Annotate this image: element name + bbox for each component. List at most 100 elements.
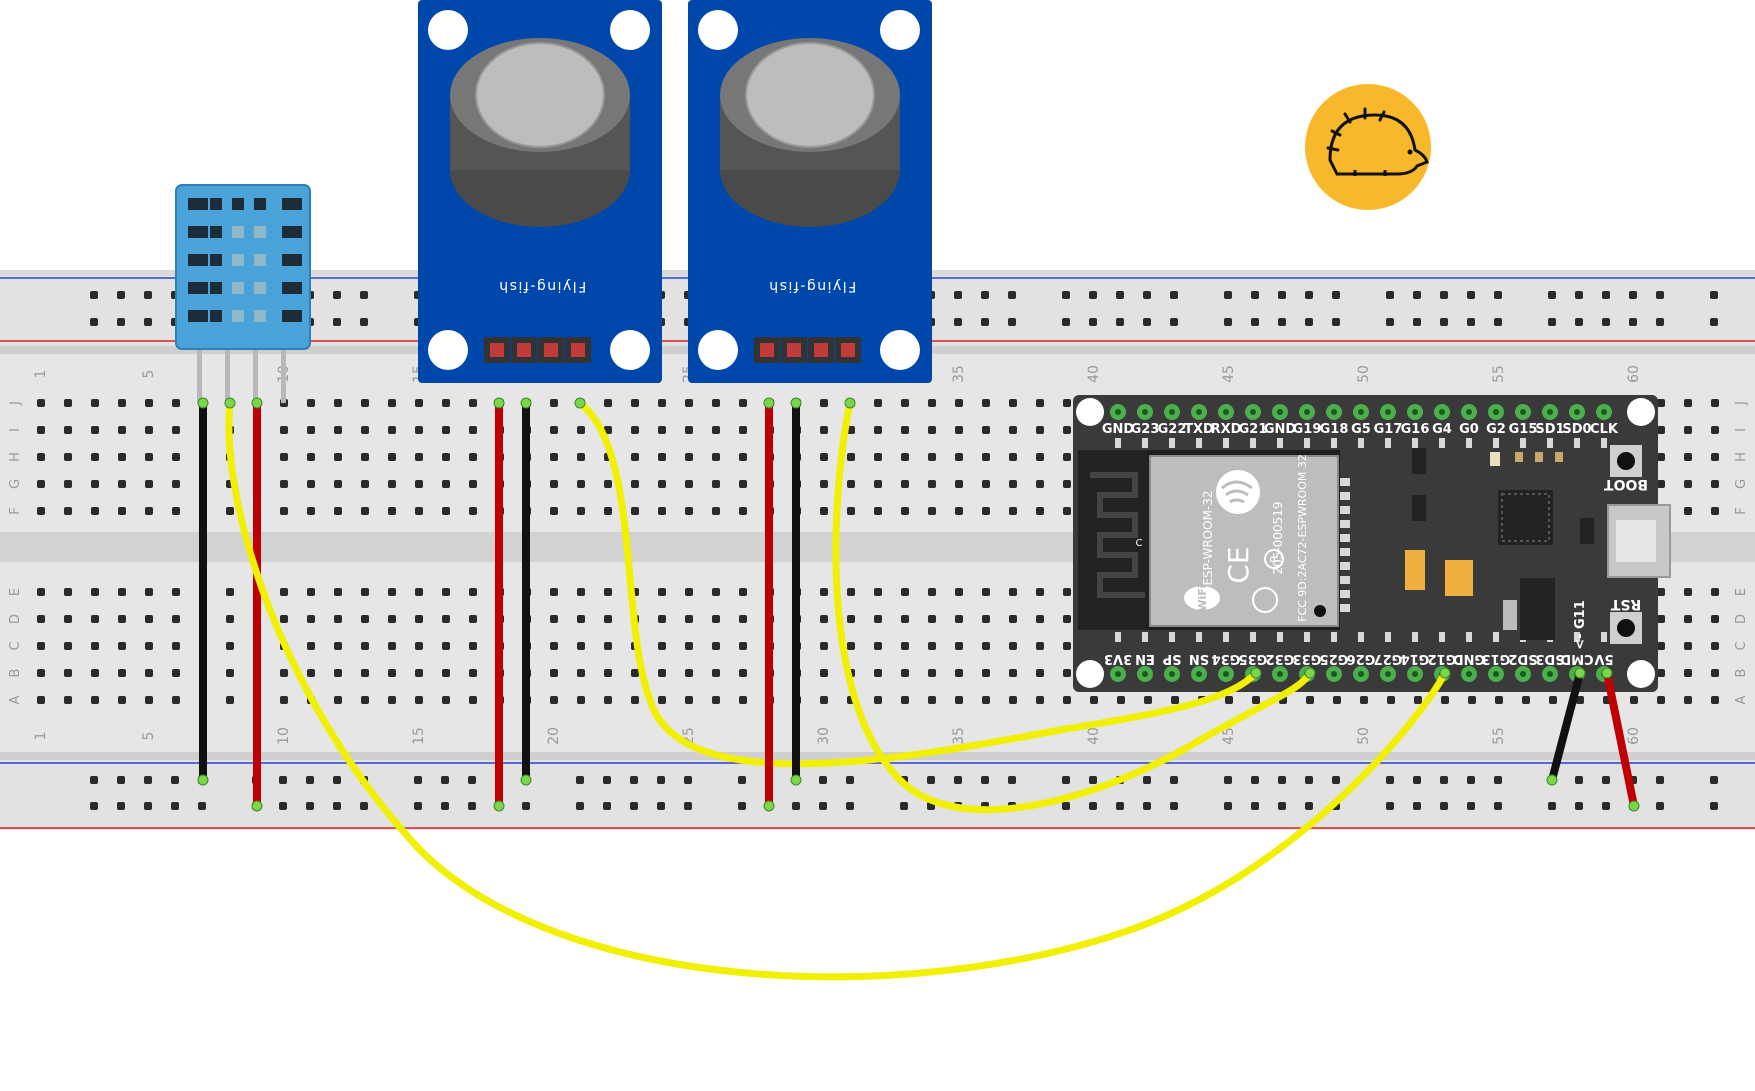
column-number-top: 45 [1221,365,1237,383]
column-number-bottom: 35 [951,727,967,745]
breadboard-hole [1684,399,1692,407]
wire-endpoint[interactable] [1439,667,1451,679]
breadboard-hole [901,453,909,461]
module-side-pin [1340,520,1350,528]
wire-endpoint[interactable] [251,397,263,409]
breadboard-hole [658,480,666,488]
breadboard-hole [982,669,990,677]
wire-endpoint[interactable] [1601,667,1613,679]
wire-endpoint[interactable] [251,800,263,812]
wire-endpoint[interactable] [1546,774,1558,786]
breadboard-hole [172,588,180,596]
wire-endpoint[interactable] [763,397,775,409]
column-number-top: 5 [141,370,157,379]
wire-endpoint[interactable] [1628,800,1640,812]
breadboard-hole [1684,453,1692,461]
esp32-board[interactable]: C ESP-WROOM-32 205-000519 FCC 9D:2AC72-E… [1073,395,1671,692]
breadboard-hole [334,615,342,623]
breadboard-hole [658,399,666,407]
gas-sensor-2[interactable]: Flying-fish [688,0,932,383]
rail-hole [684,776,692,784]
rail-hole [1710,802,1718,810]
rail-hole [90,291,98,299]
rail-hole [1467,776,1475,784]
breadboard-hole [361,507,369,515]
breadboard-hole [415,399,423,407]
breadboard-hole [874,696,882,704]
wire-endpoint[interactable] [224,397,236,409]
rst-label: RST [1610,596,1641,612]
breadboard-hole [739,615,747,623]
breadboard-hole [550,642,558,650]
rail-hole [171,776,179,784]
wire-endpoint[interactable] [493,800,505,812]
breadboard-hole [307,399,315,407]
breadboard-hole [226,588,234,596]
dht-grille-slot [210,198,222,210]
wire-endpoint[interactable] [763,800,775,812]
wire-endpoint[interactable] [197,397,209,409]
rail-hole [981,776,989,784]
breadboard-hole [226,642,234,650]
wire-endpoint[interactable] [1250,667,1262,679]
breadboard-hole [145,480,153,488]
rail-hole [468,776,476,784]
dht11-sensor[interactable] [175,184,311,403]
breadboard-hole [1657,642,1665,650]
rail-hole [360,802,368,810]
wire-endpoint[interactable] [493,397,505,409]
breadboard-hole [1468,696,1476,704]
breadboard-hole [1711,453,1719,461]
rail-hole [279,776,287,784]
breadboard-hole [1009,696,1017,704]
rail-hole [360,291,368,299]
breadboard-hole [172,426,180,434]
breadboard-hole [226,615,234,623]
row-letter: C [1734,641,1749,650]
breadboard-hole [1036,480,1044,488]
rail-hole [792,802,800,810]
breadboard-hole [928,615,936,623]
rail-hole [414,802,422,810]
breadboard-hole [307,480,315,488]
rail-hole [1143,776,1151,784]
wire-endpoint[interactable] [790,774,802,786]
wire-endpoint[interactable] [520,774,532,786]
breadboard-hole [820,615,828,623]
column-number-bottom: 40 [1086,727,1102,745]
breadboard-hole [685,696,693,704]
breadboard-hole [982,399,990,407]
breadboard-hole [577,669,585,677]
wire-endpoint[interactable] [574,397,586,409]
breadboard-hole [739,588,747,596]
wire-endpoint[interactable] [1304,667,1316,679]
rail-hole [333,802,341,810]
rail-hole [1143,291,1151,299]
column-number-top: 35 [951,365,967,383]
rail-hole [1413,291,1421,299]
breadboard-hole [874,480,882,488]
wire-endpoint[interactable] [1574,667,1586,679]
breadboard-hole [1036,669,1044,677]
gas-sensor-1[interactable]: Flying-fish [418,0,662,383]
rail-hole [1494,318,1502,326]
breadboard-hole [1657,426,1665,434]
breadboard-hole [928,507,936,515]
breadboard-hole [361,480,369,488]
wire-endpoint[interactable] [790,397,802,409]
rail-hole [1629,291,1637,299]
rail-hole [900,802,908,810]
rail-hole [576,776,584,784]
breadboard-hole [469,669,477,677]
breadboard-hole [280,696,288,704]
breadboard-hole [226,507,234,515]
breadboard-hole [1009,507,1017,515]
breadboard-hole [982,453,990,461]
wire-endpoint[interactable] [197,774,209,786]
breadboard-hole [280,588,288,596]
wire-endpoint[interactable] [844,397,856,409]
wifi-text: WiFi [1196,584,1209,611]
rail-hole [279,802,287,810]
wire-endpoint[interactable] [520,397,532,409]
